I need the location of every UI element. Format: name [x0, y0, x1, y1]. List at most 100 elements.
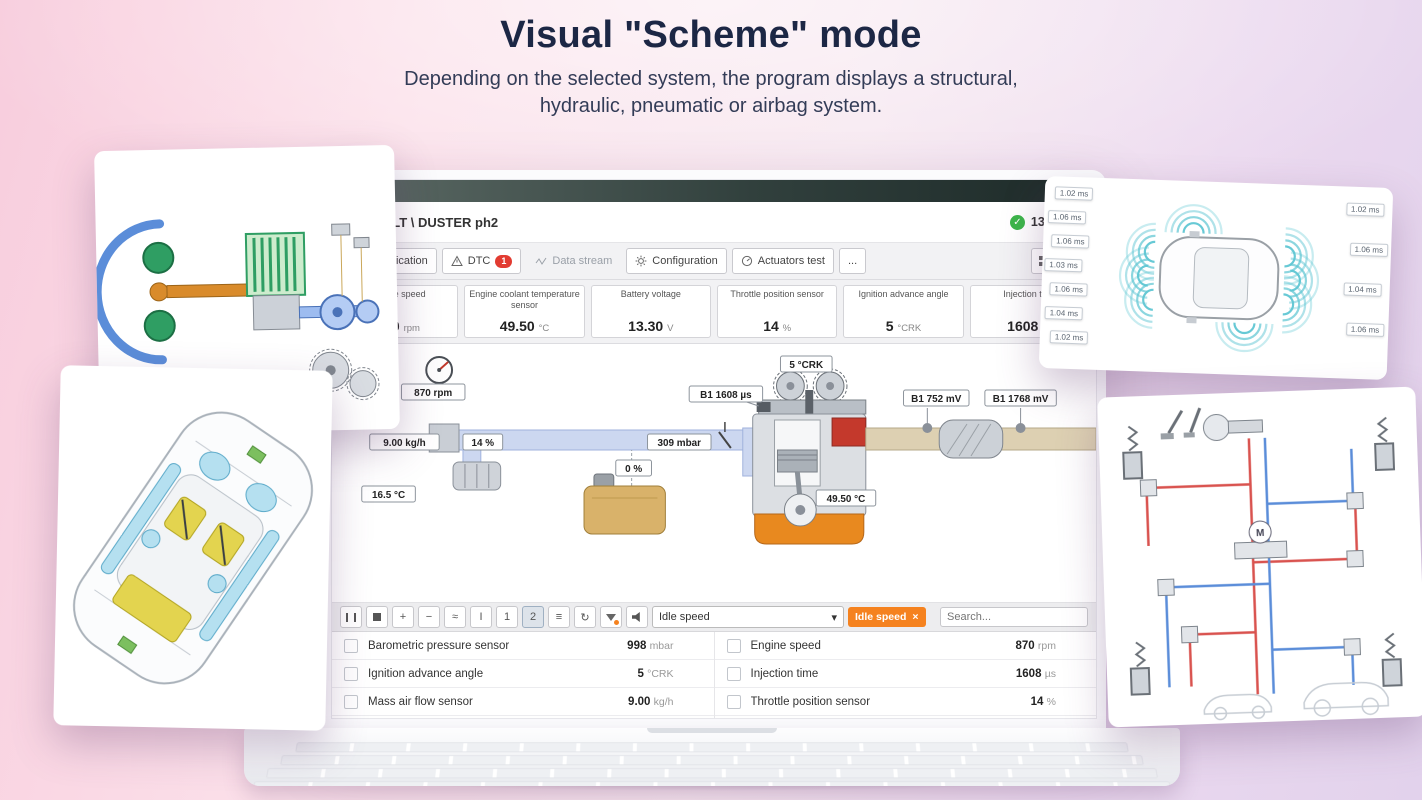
hero-section: Visual "Scheme" mode Depending on the se…: [0, 14, 1422, 120]
sonar-time-label: 1.04 ms: [1342, 282, 1382, 297]
lambda-upstream-label: B1 752 mV: [903, 389, 970, 407]
preset-tag-label: Idle speed: [855, 611, 907, 623]
zoom-out-button[interactable]: −: [418, 606, 440, 628]
table-row[interactable]: Ignition advance angle 5 °CRK: [332, 660, 714, 688]
sensor-card-battery-voltage[interactable]: Battery voltage 13.30 V: [590, 285, 711, 338]
motor-label: M: [1256, 528, 1265, 539]
sensor-card-throttle-position[interactable]: Throttle position sensor 14 %: [716, 285, 838, 338]
svg-text:16.5 °C: 16.5 °C: [372, 490, 405, 501]
close-icon[interactable]: ×: [912, 611, 919, 623]
sonar-time-label: 1.02 ms: [1049, 330, 1089, 345]
sonar-time-label: 1.06 ms: [1345, 322, 1385, 337]
zoom-in-button[interactable]: +: [392, 606, 414, 628]
sensor-card-ignition-advance[interactable]: Ignition advance angle 5 °CRK: [843, 285, 964, 338]
window-chrome-strip: [332, 180, 1096, 202]
stop-button[interactable]: [366, 606, 388, 628]
sonar-time-label: 1.03 ms: [1044, 258, 1084, 273]
sensor-name: Engine coolant temperature sensor: [469, 289, 580, 310]
airbag-scheme-graphic: [73, 411, 313, 685]
gear-icon: [635, 255, 647, 267]
row-checkbox[interactable]: [344, 638, 358, 653]
ghost-cars: [1203, 681, 1390, 721]
page-1-button[interactable]: 1: [496, 606, 518, 628]
sensor-name: Ignition advance angle: [858, 289, 949, 299]
pause-icon: [346, 612, 356, 622]
row-checkbox[interactable]: [726, 638, 741, 653]
tab-configuration[interactable]: Configuration: [626, 248, 727, 274]
sensor-card-row: Engine speed 870 rpm Engine coolant temp…: [332, 280, 1096, 344]
sound-button[interactable]: [626, 606, 648, 628]
page-2-button[interactable]: 2: [522, 606, 544, 628]
intake-temp-label: 16.5 °C: [361, 485, 416, 503]
engine-speed-label: 870 rpm: [400, 383, 466, 401]
smooth-button[interactable]: ≈: [444, 606, 466, 628]
search-input[interactable]: [940, 607, 1088, 627]
brake-line-red: [1145, 438, 1359, 695]
filter-button[interactable]: [600, 606, 622, 628]
parameter-table: Barometric pressure sensor 998 mbar Igni…: [332, 632, 1096, 718]
tab-dtc[interactable]: DTC 1: [441, 248, 522, 274]
sensor-name: Throttle position sensor: [730, 289, 824, 299]
coolant-temp-label: 49.50 °C: [815, 489, 877, 507]
svg-text:14 %: 14 %: [472, 438, 495, 449]
exhaust-line-graphic: [865, 408, 1096, 459]
svg-text:9.00 kg/h: 9.00 kg/h: [383, 438, 425, 449]
parameter-name: Ignition advance angle: [368, 667, 484, 680]
stream-icon: [535, 257, 547, 265]
table-column-right: Engine speed 870 rpm Injection time 1608…: [713, 632, 1096, 718]
svg-text:B1 1608 µs: B1 1608 µs: [700, 390, 752, 401]
more-icon: ...: [848, 255, 858, 267]
table-row[interactable]: Injection time 1608 µs: [714, 660, 1096, 688]
preset-tag[interactable]: Idle speed ×: [848, 607, 926, 627]
sensor-card-coolant-temp[interactable]: Engine coolant temperature sensor 49.50 …: [464, 285, 585, 338]
sonar-time-label: 1.06 ms: [1050, 234, 1090, 249]
status-check-icon: ✓: [1009, 214, 1025, 230]
sensor-value: 13.30: [628, 318, 664, 334]
cursor-button[interactable]: I: [470, 606, 492, 628]
svg-text:0 %: 0 %: [625, 464, 642, 475]
sonar-time-label: 1.06 ms: [1349, 242, 1389, 257]
table-column-left: Barometric pressure sensor 998 mbar Igni…: [332, 632, 714, 718]
sensor-value: 49.50: [499, 318, 535, 334]
ignition-advance-label: 5 °CRK: [779, 355, 833, 373]
tab-data-stream[interactable]: Data stream: [526, 248, 621, 274]
row-checkbox[interactable]: [344, 694, 358, 709]
tab-label: DTC: [467, 255, 491, 267]
engine-scheme-view: 870 rpm 9.00 kg/h 16.5 °C 14 %: [332, 344, 1096, 603]
tab-actuators-test[interactable]: Actuators test: [731, 248, 834, 274]
parameter-name: Injection time: [750, 667, 819, 680]
svg-text:5 °CRK: 5 °CRK: [789, 360, 824, 371]
stop-icon: [373, 613, 381, 621]
rpm-gauge-icon: [425, 356, 454, 384]
table-row[interactable]: Barometric pressure sensor 998 mbar: [332, 632, 714, 660]
tab-more[interactable]: ...: [839, 248, 867, 274]
refresh-button[interactable]: ↻: [574, 606, 596, 628]
evap-canister: [583, 450, 666, 535]
preset-select[interactable]: Idle speed ▾: [652, 606, 844, 628]
sonar-time-label: 1.02 ms: [1345, 202, 1385, 217]
tab-label: Configuration: [652, 255, 718, 267]
sonar-time-label: 1.02 ms: [1054, 186, 1094, 201]
table-row[interactable]: Mass air flow sensor 9.00 kg/h: [332, 688, 714, 716]
row-checkbox[interactable]: [726, 694, 741, 709]
table-row[interactable]: Throttle position sensor 14 %: [714, 688, 1096, 716]
lambda-downstream-label: B1 1768 mV: [984, 389, 1057, 407]
laptop-lid: RENAULT \ DUSTER ph2 ✓ 13.30 V Identific…: [322, 170, 1106, 728]
list-button[interactable]: ≡: [548, 606, 570, 628]
row-checkbox[interactable]: [726, 666, 741, 681]
parking-sensor-graphic: [1118, 204, 1320, 353]
svg-text:49.50 °C: 49.50 °C: [827, 494, 866, 505]
page-title: Visual "Scheme" mode: [500, 14, 922, 56]
pedal-and-booster: [1160, 407, 1264, 442]
table-row[interactable]: Engine speed 870 rpm: [714, 632, 1096, 660]
sensor-name: Battery voltage: [620, 289, 681, 299]
dial-icon: [741, 255, 752, 267]
parameter-value: 870 rpm: [1015, 639, 1056, 652]
pause-button[interactable]: [340, 606, 362, 628]
parameter-value: 5 °CRK: [637, 667, 674, 680]
refresh-icon: ↻: [580, 611, 590, 624]
laptop-base: [244, 728, 1180, 786]
wheel-brake-assemblies: [1122, 416, 1403, 696]
row-checkbox[interactable]: [344, 666, 358, 681]
sensor-unit: °CRK: [897, 323, 922, 334]
